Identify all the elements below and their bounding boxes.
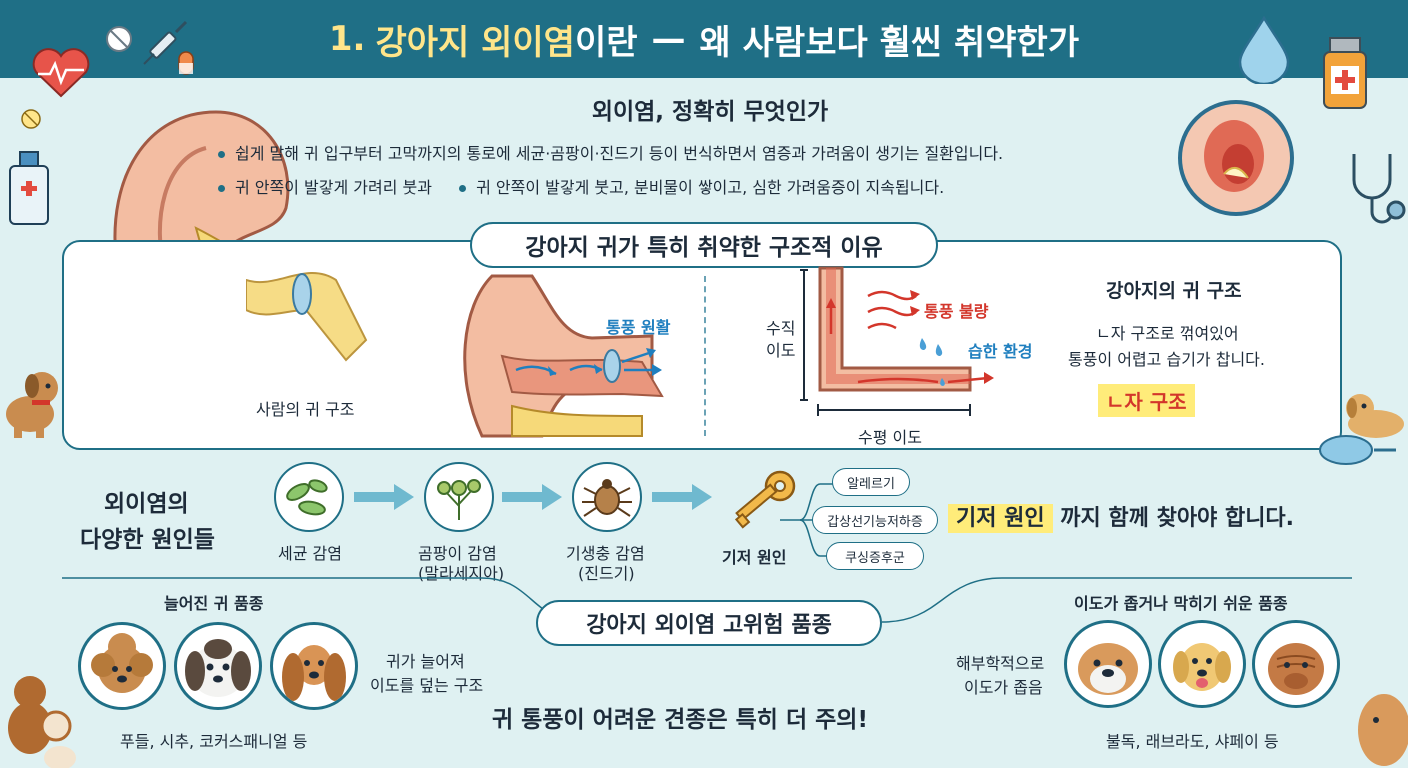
cause-fungus-label: 곰팡이 감염 (418, 544, 497, 563)
dog-ear-airflow-illustration (463, 274, 664, 438)
cause-arrow-2 (502, 484, 562, 510)
poodle-avatar (78, 622, 166, 710)
underlying-cushing: 쿠싱증후군 (826, 542, 924, 570)
bullet-text-2a: 귀 안쪽이 발갛게 가려리 붓과 (235, 178, 432, 197)
l-shaped-canal-diagram (800, 266, 994, 416)
shihtzu-avatar (174, 622, 262, 710)
inflamed-ear-icon (1178, 100, 1294, 216)
stethoscope-icon (1352, 154, 1406, 224)
causes-heading-1: 외이염의 (104, 491, 189, 517)
title-dash: — (651, 19, 686, 59)
underlying-hypothyroid: 갑상선기능저하증 (812, 506, 938, 534)
bullet-dot (459, 185, 467, 192)
heart-icon (32, 48, 90, 98)
structure-divider (704, 276, 706, 436)
breeds-right-title: 이도가 좁거나 막히기 쉬운 품종 (1074, 594, 1288, 613)
bullet-dot (218, 151, 225, 158)
underlying-callout: 기저 원인 까지 함께 찾아야 합니다. (948, 500, 1295, 533)
dog-ear-desc-1: ㄴ자 구조로 꺾여있어 (1096, 324, 1239, 343)
bacteria-icon (274, 462, 344, 532)
breeds-left-desc-2: 이도를 덮는 구조 (370, 676, 484, 695)
water-drop-icon (1238, 15, 1290, 84)
puppy-left-icon (6, 372, 58, 438)
causes-heading-2: 다양한 원인들 (80, 527, 215, 553)
breeds-right-desc-2: 이도가 좁음 (964, 678, 1043, 697)
title-number: 1. (328, 19, 366, 59)
puppies-bottom-left-icon (8, 676, 76, 768)
vertical-canal-label: 수직 이도 (766, 318, 795, 362)
spray-bottle-icon (9, 151, 49, 225)
breeds-left-desc-1: 귀가 늘어져 (386, 652, 465, 671)
l-shape-badge: ㄴ자 구조 (1098, 384, 1195, 417)
title-highlight: 강아지 외이염 (375, 22, 575, 63)
definition-bullet-1: 쉽게 말해 귀 입구부터 고막까지의 통로에 세균·곰팡이·진드기 등이 번식하… (218, 140, 1003, 164)
pill-icon (106, 26, 132, 52)
cause-arrow-1 (354, 484, 414, 510)
dog-bottom-right-icon (1358, 694, 1408, 766)
fungus-icon (424, 462, 494, 532)
title-rest: 이란 (574, 22, 638, 63)
pill-small-icon (21, 109, 41, 129)
cone-collar-icon (1319, 435, 1396, 465)
puppy-right-icon (1346, 394, 1404, 438)
vertical-canal-text: 수직 이도 (766, 319, 796, 360)
labrador-avatar (1158, 620, 1246, 708)
medicine-bottle-icon (1323, 37, 1367, 109)
sharpei-avatar (1252, 620, 1340, 708)
underlying-callout-rest: 까지 함께 찾아야 합니다. (1060, 506, 1295, 531)
airflow-good-label: 통풍 원활 (606, 318, 671, 337)
structure-heading: 강아지 귀가 특히 취약한 구조적 이유 (470, 222, 938, 268)
bullet-dot (218, 185, 225, 192)
cause-bacteria-label: 세균 감염 (278, 544, 342, 563)
human-ear-label: 사람의 귀 구조 (256, 400, 355, 419)
underlying-callout-hl: 기저 원인 (948, 504, 1053, 533)
breeds-left-title: 늘어진 귀 품종 (164, 594, 264, 613)
cocker-spaniel-avatar (270, 622, 358, 710)
title-bar: 1. 강아지 외이염 이란 — 왜 사람보다 훨씬 취약한가 (0, 0, 1408, 78)
cause-arrow-3 (652, 484, 712, 510)
breeds-warning: 귀 통풍이 어려운 견종은 특히 더 주의! (492, 707, 868, 733)
mite-icon (572, 462, 642, 532)
title-tail: 왜 사람보다 훨씬 취약한가 (699, 22, 1080, 63)
human-ear-canal-overlay (246, 271, 368, 362)
breeds-left-names: 푸들, 시추, 코커스패니얼 등 (120, 732, 308, 751)
cause-parasite-sub: (진드기) (578, 564, 635, 583)
bulldog-avatar (1064, 620, 1152, 708)
breeds-right-names: 불독, 래브라도, 샤페이 등 (1106, 732, 1279, 751)
cause-parasite-label: 기생충 감염 (566, 544, 645, 563)
breeds-right-desc-1: 해부학적으로 (956, 654, 1045, 673)
capsule-icon (178, 51, 194, 75)
underlying-allergy: 알레르기 (832, 468, 910, 496)
syringe-icon (143, 20, 188, 65)
dog-ear-desc-2: 통풍이 어렵고 습기가 찹니다. (1068, 350, 1265, 369)
definition-bullet-2: 귀 안쪽이 발갛게 가려리 붓과 귀 안쪽이 발갛게 붓고, 분비물이 쌓이고,… (218, 174, 944, 198)
underlying-cause-label: 기저 원인 (722, 548, 787, 567)
definition-heading: 외이염, 정확히 무엇인가 (591, 99, 829, 125)
humid-label: 습한 환경 (968, 342, 1033, 361)
key-icon (734, 470, 796, 529)
bullet-text-2b: 귀 안쪽이 발갛게 붓고, 분비물이 쌓이고, 심한 가려움증이 지속됩니다. (476, 178, 945, 197)
dog-ear-title: 강아지의 귀 구조 (1106, 280, 1242, 302)
horizontal-canal-label: 수평 이도 (858, 428, 922, 447)
poor-ventilation-label: 통풍 불량 (924, 302, 989, 321)
bullet-text-1: 쉽게 말해 귀 입구부터 고막까지의 통로에 세균·곰팡이·진드기 등이 번식하… (235, 144, 1004, 163)
breeds-heading: 강아지 외이염 고위험 품종 (536, 600, 882, 646)
